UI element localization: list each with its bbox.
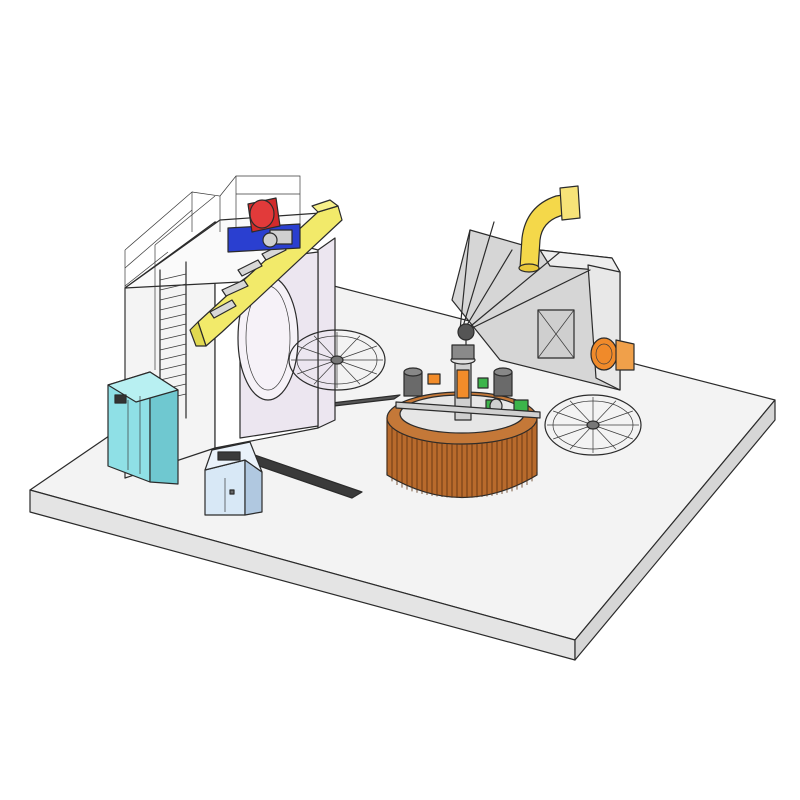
- ladder-rung: [159, 313, 187, 321]
- ladder-rung: [159, 333, 187, 341]
- spider-arm-right: [544, 394, 642, 456]
- burner-unit: [227, 197, 301, 253]
- wheel-spoke: [336, 335, 361, 361]
- yellow-frame: [189, 199, 343, 347]
- cooling-station: [451, 221, 621, 391]
- wheel-spoke: [336, 359, 377, 375]
- wheel-spoke: [592, 410, 633, 426]
- wheel-spoke: [553, 424, 594, 440]
- wheel-spoke: [592, 424, 617, 450]
- wheel-spoke: [592, 400, 617, 426]
- ladder-rung: [159, 363, 187, 371]
- wheel-spoke: [553, 410, 594, 426]
- ladder-rung: [159, 273, 187, 281]
- wheel-hub: [586, 420, 600, 430]
- ladder-rung: [159, 323, 187, 331]
- ladder-rung: [159, 293, 187, 301]
- ladder-rung: [159, 343, 187, 351]
- cooling-fan: [590, 337, 635, 371]
- top-railing: [124, 175, 301, 382]
- wheel-spoke: [297, 359, 338, 375]
- ladder-rung: [159, 283, 187, 291]
- wheel-spoke: [569, 400, 594, 426]
- spider-arm-left: [288, 329, 386, 391]
- wheel-spoke: [336, 359, 361, 385]
- control-console: [204, 441, 263, 516]
- wheel-spoke: [297, 345, 338, 361]
- wheel-spoke: [569, 424, 594, 450]
- wheel-spoke: [313, 359, 338, 385]
- ladder-rung: [159, 353, 187, 361]
- ladder-rung: [159, 303, 187, 311]
- exhaust-duct: [518, 185, 581, 273]
- rotary-carousel: [386, 344, 541, 498]
- wheel-spoke: [313, 335, 338, 361]
- wheel-hub: [330, 355, 344, 365]
- electrical-cabinet: [107, 371, 179, 485]
- wheel-spoke: [336, 345, 377, 361]
- ladder-rung: [159, 373, 187, 381]
- wheel-spoke: [592, 424, 633, 440]
